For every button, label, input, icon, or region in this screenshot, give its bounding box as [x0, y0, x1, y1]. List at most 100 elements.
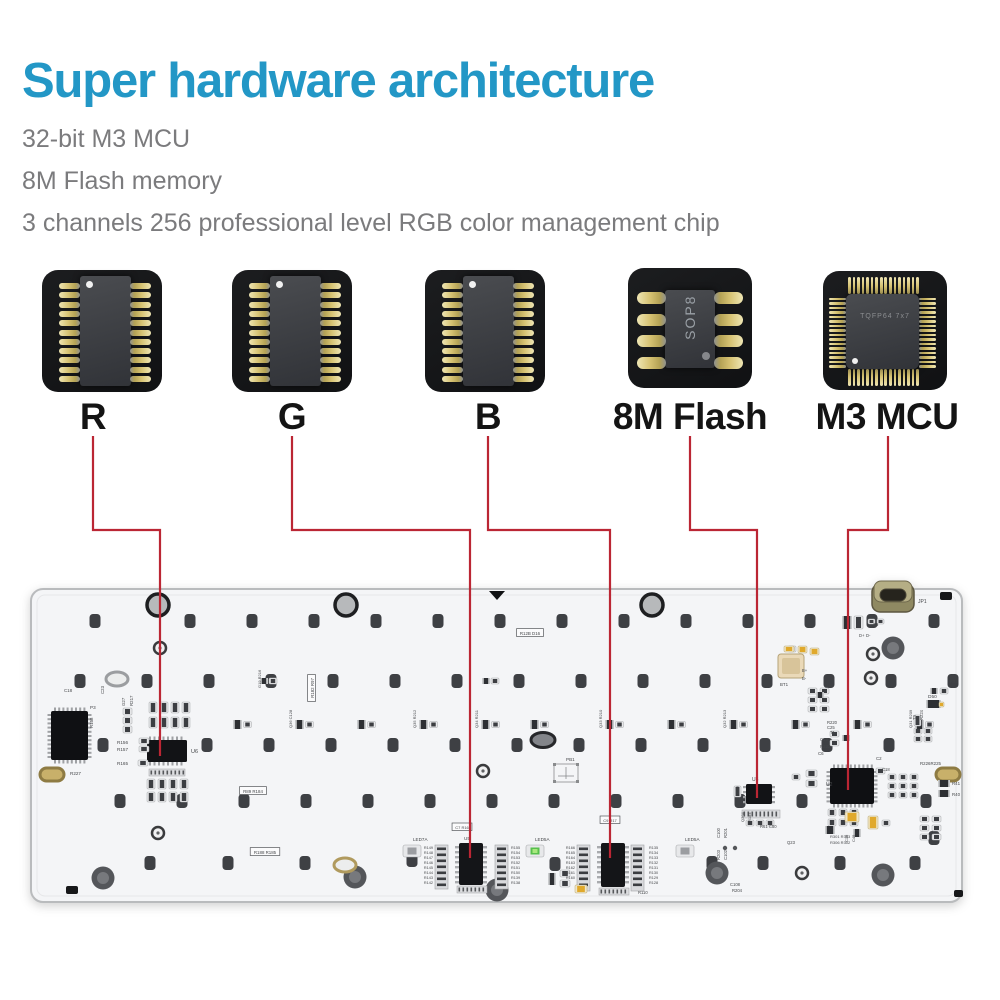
ic-pin: [58, 760, 61, 764]
smd-body: [799, 647, 806, 652]
chip-pin: [513, 301, 534, 308]
chip-pin: [442, 292, 463, 299]
smd-body: [911, 784, 917, 788]
pin-strip-pin: [620, 889, 623, 894]
chip-pin: [442, 366, 463, 373]
ic-pin: [88, 726, 92, 729]
pin-strip-pin: [759, 811, 762, 817]
smd-body: [492, 679, 498, 683]
ic-pin: [597, 861, 601, 864]
pcb-silkscreen-label: D-: [866, 633, 871, 638]
ic-pin: [167, 736, 169, 740]
ic-pin: [88, 722, 92, 725]
smd-body: [148, 780, 154, 788]
pcb-silkscreen-label: LED5A: [535, 837, 550, 842]
ic-pin: [88, 718, 92, 721]
smd-end: [482, 678, 484, 684]
ic-pin: [826, 792, 830, 794]
chip-pin: [911, 369, 915, 386]
smd-body: [915, 729, 921, 733]
pcb-silkscreen-label: R164: [566, 856, 575, 860]
via-dot: [869, 676, 873, 680]
ic-pin: [837, 764, 840, 768]
smd-component: [260, 678, 268, 684]
smd-body: [869, 817, 877, 828]
switch-pad: [761, 674, 773, 688]
chip-pin: [916, 277, 919, 294]
chip-pin: [249, 283, 270, 289]
pcb-silkscreen-label: C6: [818, 751, 824, 756]
pin1-dot: [852, 358, 858, 364]
foot-pad-center: [97, 872, 109, 884]
pin-strip-pin: [466, 887, 469, 892]
smd-body: [809, 707, 816, 711]
smd-body: [809, 698, 816, 702]
smd-body: [829, 820, 835, 825]
smd-body: [124, 718, 131, 723]
chip-pin: [130, 292, 151, 299]
smd-body: [141, 747, 147, 751]
led-glow: [532, 849, 538, 853]
pcb-silkscreen-label: R222: [820, 744, 831, 749]
resistor-chip: [579, 859, 588, 863]
smd-body: [821, 689, 828, 693]
resistor-chip: [437, 859, 446, 863]
pcb-boxed-label: R89 R184: [239, 786, 267, 795]
pcb-silkscreen-label: R306 R302: [830, 840, 851, 845]
ic-pin: [88, 747, 92, 750]
via-dot: [481, 769, 485, 773]
smd-body: [889, 775, 895, 779]
switch-pad: [742, 614, 754, 628]
smd-body: [767, 821, 773, 825]
switch-pad: [885, 674, 897, 688]
pcb-label-box: [239, 786, 267, 795]
smd-component: [816, 692, 824, 698]
ic-pin: [841, 804, 844, 808]
smd-end: [419, 720, 421, 729]
switch-pad: [327, 674, 339, 688]
ic-pin: [455, 881, 459, 884]
smd-end: [481, 720, 483, 729]
ic-pin: [625, 881, 629, 884]
switch-pad: [308, 614, 320, 628]
pin-strip-pin: [150, 770, 153, 775]
chip-die: [463, 276, 514, 386]
pin-strip-pin: [162, 770, 165, 775]
ic-pin: [66, 760, 69, 764]
smd-end: [364, 720, 366, 729]
pcb-silkscreen-label: LED5A: [685, 837, 700, 842]
smd-component: [825, 826, 835, 834]
switch-pad: [883, 738, 895, 752]
led-die: [407, 847, 417, 855]
ic-pin: [47, 747, 51, 750]
pin-strip-pin: [763, 811, 766, 817]
chip-pin: [829, 324, 846, 328]
pcb-silkscreen-label: U6: [191, 749, 198, 755]
ic-pin: [162, 736, 165, 740]
pcb-silkscreen-label: R301 R303: [830, 834, 851, 839]
pcb-silkscreen-label: T3: [912, 714, 917, 720]
chip-pin: [829, 365, 846, 368]
chip-pin: [320, 357, 341, 364]
switch-pad: [97, 738, 109, 752]
pin-strip-pin: [182, 770, 185, 775]
chip-die: [80, 276, 131, 386]
ic-pin: [180, 762, 183, 766]
ic-pin: [79, 707, 82, 711]
chip-pin: [59, 301, 80, 308]
chip-pin: [916, 369, 919, 386]
chip-pin: [130, 376, 151, 382]
pcb-silkscreen-label: Q23: [787, 840, 796, 845]
chip-pin: [829, 333, 846, 337]
header: Super hardware architecture 32-bit M3 MC…: [22, 55, 720, 253]
pcb-silkscreen-label: R188 R185: [254, 850, 277, 855]
ic-pin: [826, 800, 830, 803]
chip-pin: [513, 320, 534, 327]
ic-pin: [483, 861, 487, 864]
pushbutton-pad: [576, 780, 579, 783]
pcb-silkscreen-label: R143: [424, 876, 433, 880]
chip-image-g: [232, 270, 352, 392]
ic-pin: [625, 856, 629, 859]
chip-pin: [907, 277, 910, 294]
smd-end: [736, 720, 738, 729]
